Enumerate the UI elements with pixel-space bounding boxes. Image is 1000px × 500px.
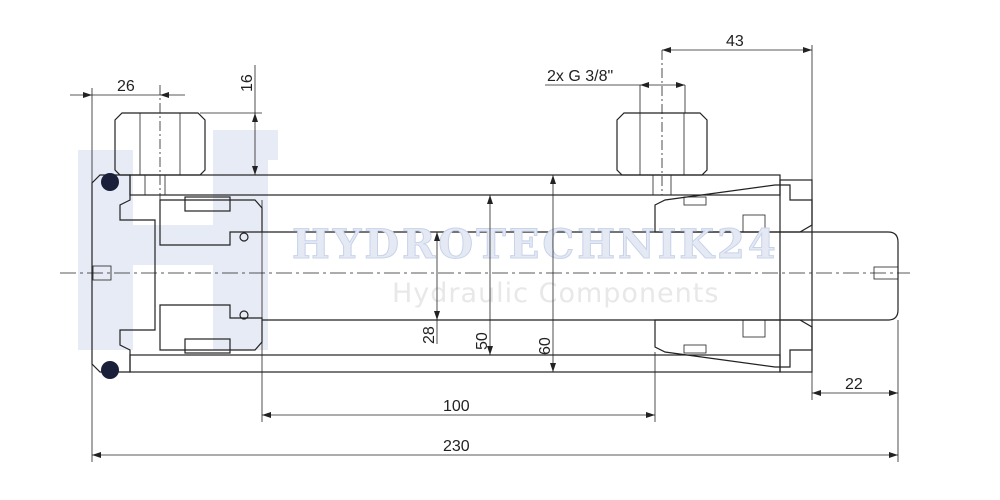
wiper-top <box>742 214 766 233</box>
o-ring <box>239 232 249 242</box>
dim-port-thread: 2x G 3/8" <box>547 68 613 85</box>
gland-cap <box>779 179 813 373</box>
piston <box>159 199 263 246</box>
dim-230: 230 <box>443 438 470 455</box>
o-ring <box>239 310 249 320</box>
dimension-arrows <box>83 47 898 458</box>
watermark-subtitle: Hydraulic Components <box>392 278 719 309</box>
dim-60: 60 <box>537 337 554 355</box>
rod-seal-bottom <box>683 344 707 354</box>
wiper-bottom <box>742 319 766 338</box>
gland-top <box>654 184 813 233</box>
dim-26: 26 <box>117 78 135 95</box>
piston-seal-top <box>184 196 231 212</box>
dim-28: 28 <box>421 326 438 344</box>
watermark-brand: HYDROTECHNIK24 <box>292 221 779 268</box>
dim-16: 16 <box>239 74 256 92</box>
weld-seal-top <box>101 173 119 191</box>
dim-43: 43 <box>726 33 744 50</box>
weld-seal-bottom <box>101 361 119 379</box>
dim-50: 50 <box>474 332 491 350</box>
end-cap <box>91 174 156 373</box>
tube-wall-bottom <box>129 354 781 373</box>
dimension-lines <box>70 45 899 462</box>
dim-100: 100 <box>443 398 470 415</box>
rod-seal-top <box>683 196 707 206</box>
dim-22: 22 <box>845 376 863 393</box>
piston-seal-bottom <box>184 338 231 354</box>
gland-bottom <box>654 319 813 368</box>
